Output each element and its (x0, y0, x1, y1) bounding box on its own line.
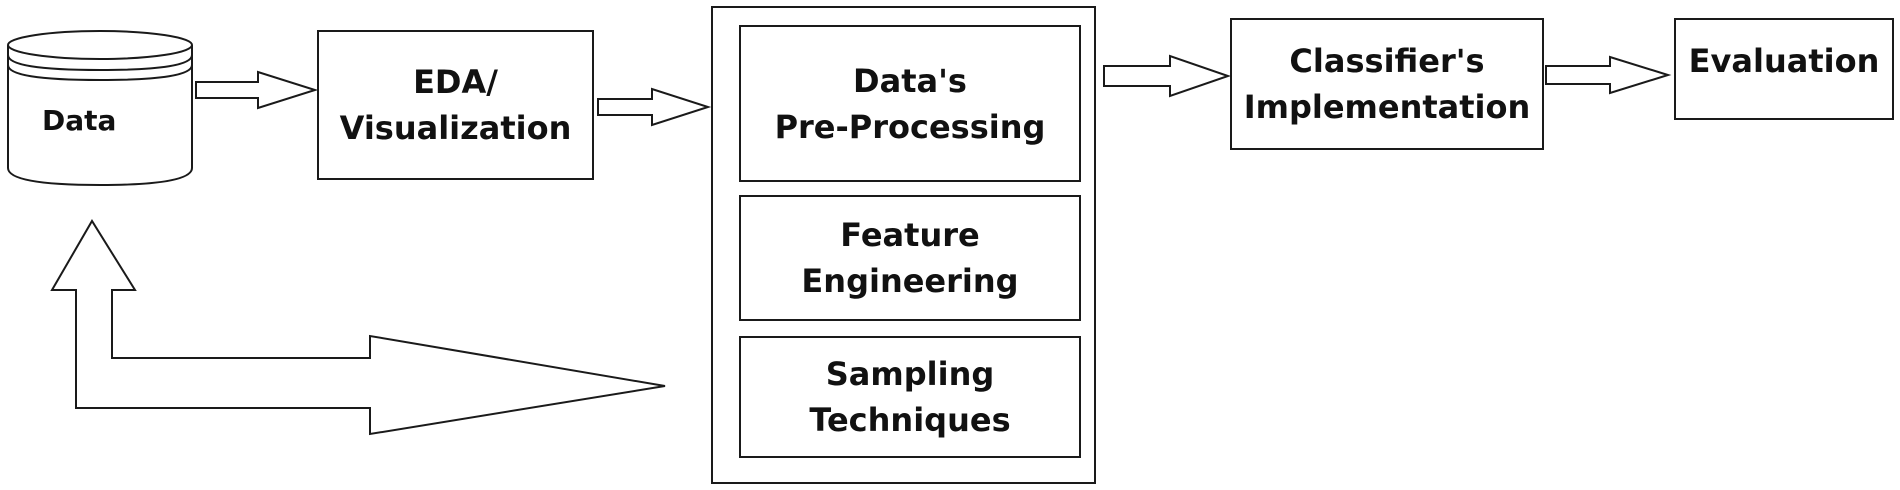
feature-line2: Engineering (801, 262, 1019, 300)
eda-line2: Visualization (339, 109, 572, 147)
sampling-line2: Techniques (809, 401, 1011, 439)
preprocessing-line1: Data's (853, 61, 967, 100)
eda-visualization-box: EDA/ Visualization (317, 30, 594, 180)
evaluation-label: Evaluation (1688, 42, 1880, 80)
arrow-classifier-to-evaluation (1545, 55, 1672, 95)
sampling-line1: Sampling (825, 355, 995, 393)
feature-engineering-box: Feature Engineering (739, 195, 1081, 321)
classifier-implementation-box: Classifier's Implementation (1230, 18, 1544, 150)
data-node-label: Data (42, 104, 117, 137)
arrow-data-to-eda (195, 70, 319, 110)
classifier-line1: Classifier's (1289, 42, 1485, 80)
feature-line1: Feature (840, 216, 980, 254)
arrow-eda-to-preprocessing (597, 87, 712, 127)
data-preprocessing-box: Data's Pre-Processing (739, 25, 1081, 182)
classifier-line2: Implementation (1243, 88, 1531, 126)
database-icon (7, 30, 193, 187)
eda-line1: EDA/ (413, 63, 498, 101)
sampling-techniques-box: Sampling Techniques (739, 336, 1081, 458)
evaluation-box: Evaluation (1674, 18, 1894, 120)
arrow-preprocessing-to-classifier (1103, 54, 1232, 98)
preprocessing-line2: Pre-Processing (774, 107, 1046, 146)
arrow-feedback-to-data (50, 219, 666, 436)
